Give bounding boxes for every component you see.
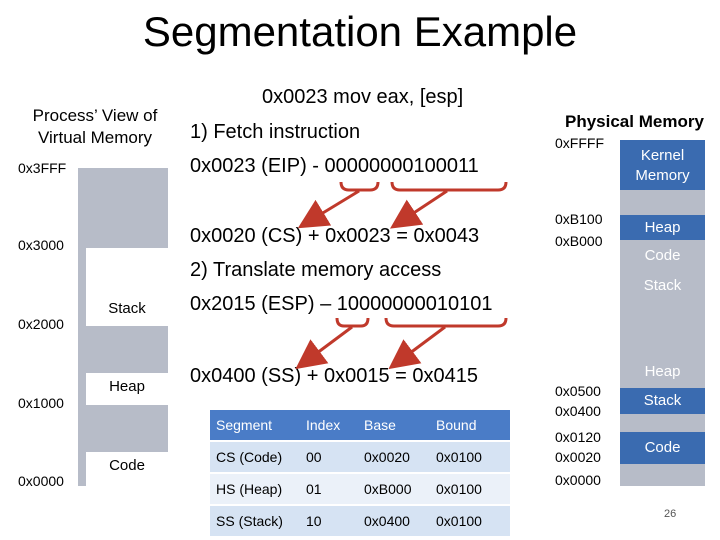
table-cell: 0x0400	[358, 505, 430, 538]
table-cell: HS (Heap)	[210, 473, 300, 506]
phys-stack-segment-bottom: Stack	[620, 388, 705, 414]
paddr-0000: 0x0000	[555, 472, 601, 488]
fetch-offset-arrow	[389, 189, 448, 229]
table-cell: 00	[300, 441, 358, 474]
table-cell: 10	[300, 505, 358, 538]
esp-offset-bracket	[384, 317, 508, 328]
fetch-offset-bracket	[390, 181, 508, 192]
step2-text: 2) Translate memory access	[190, 259, 442, 281]
instruction-text: 0x0023 mov eax, [esp]	[262, 86, 464, 108]
virtual-code-label: Code	[109, 457, 145, 474]
virtual-code-segment: Code	[86, 452, 168, 486]
virtual-stack-label: Stack	[108, 300, 146, 317]
paddr-b000: 0xB000	[555, 233, 603, 249]
esp-index-arrow	[295, 325, 353, 370]
kernel-memory-label: Kernel Memory	[635, 147, 690, 184]
page-number: 26	[664, 508, 677, 520]
virtual-heading-line2: Virtual Memory	[38, 128, 152, 147]
phys-stack-label-bottom: Stack	[643, 392, 682, 409]
segment-table: Segment Index Base Bound CS (Code) 00 0x…	[210, 410, 510, 538]
virtual-stack-segment: Stack	[86, 248, 168, 326]
table-cell: 0x0020	[358, 441, 430, 474]
vaddr-2000: 0x2000	[18, 316, 64, 332]
step1-text: 1) Fetch instruction	[190, 121, 361, 143]
virtual-heap-segment: Heap	[86, 373, 168, 405]
phys-code-label-bottom: Code	[644, 439, 681, 456]
esp-index-bracket	[335, 317, 370, 328]
phys-heap-segment-top: Heap	[620, 215, 705, 240]
esp-line: 0x2015 (ESP) – 10000000010101	[190, 293, 493, 315]
table-row: CS (Code) 00 0x0020 0x0100	[210, 441, 510, 474]
table-row: SS (Stack) 10 0x0400 0x0100	[210, 505, 510, 538]
virtual-heap-label: Heap	[109, 378, 145, 395]
paddr-0020: 0x0020	[555, 449, 601, 465]
fetch-index-arrow	[297, 189, 360, 229]
vaddr-0000: 0x0000	[18, 473, 64, 489]
table-cell: CS (Code)	[210, 441, 300, 474]
esp-offset-arrow	[388, 325, 446, 370]
ss-calc: 0x0400 (SS) + 0x0015 = 0x0415	[190, 365, 478, 387]
virtual-memory-bar	[78, 168, 168, 486]
paddr-0120: 0x0120	[555, 429, 601, 445]
table-cell: 0x0100	[430, 441, 510, 474]
virtual-memory-heading: Process’ View of Virtual Memory	[20, 105, 170, 149]
phys-heap-label-top: Heap	[644, 219, 681, 236]
slide-title: Segmentation Example	[142, 8, 578, 55]
kernel-memory-segment: Kernel Memory	[620, 140, 705, 190]
fetch-index-bracket	[339, 181, 380, 192]
vaddr-1000: 0x1000	[18, 395, 64, 411]
phys-stack-label-top: Stack	[643, 277, 682, 294]
header-bound: Bound	[430, 410, 510, 442]
table-cell: 0x0100	[430, 505, 510, 538]
virtual-heading-line1: Process’ View of	[32, 106, 158, 125]
table-cell: 0xB000	[358, 473, 430, 506]
physical-memory-bar	[620, 140, 705, 486]
physical-memory-heading: Physical Memory	[565, 112, 704, 131]
table-row: HS (Heap) 01 0xB000 0x0100	[210, 473, 510, 506]
phys-code-segment-bottom: Code	[620, 432, 705, 464]
cs-calc: 0x0020 (CS) + 0x0023 = 0x0043	[190, 225, 480, 247]
vaddr-3000: 0x3000	[18, 237, 64, 253]
table-cell: 01	[300, 473, 358, 506]
paddr-0500: 0x0500	[555, 383, 601, 399]
header-base: Base	[358, 410, 430, 442]
paddr-ffff: 0xFFFF	[555, 135, 604, 151]
table-cell: SS (Stack)	[210, 505, 300, 538]
header-index: Index	[300, 410, 358, 442]
paddr-0400: 0x0400	[555, 403, 601, 419]
table-cell: 0x0100	[430, 473, 510, 506]
paddr-b100: 0xB100	[555, 211, 603, 227]
phys-code-label-top: Code	[644, 247, 681, 264]
phys-heap-label-bottom: Heap	[644, 363, 681, 380]
header-segment: Segment	[210, 410, 300, 442]
fetch-line: 0x0023 (EIP) - 00000000100011	[190, 155, 479, 177]
table-header-row: Segment Index Base Bound	[210, 410, 510, 442]
vaddr-3fff: 0x3FFF	[18, 160, 67, 176]
